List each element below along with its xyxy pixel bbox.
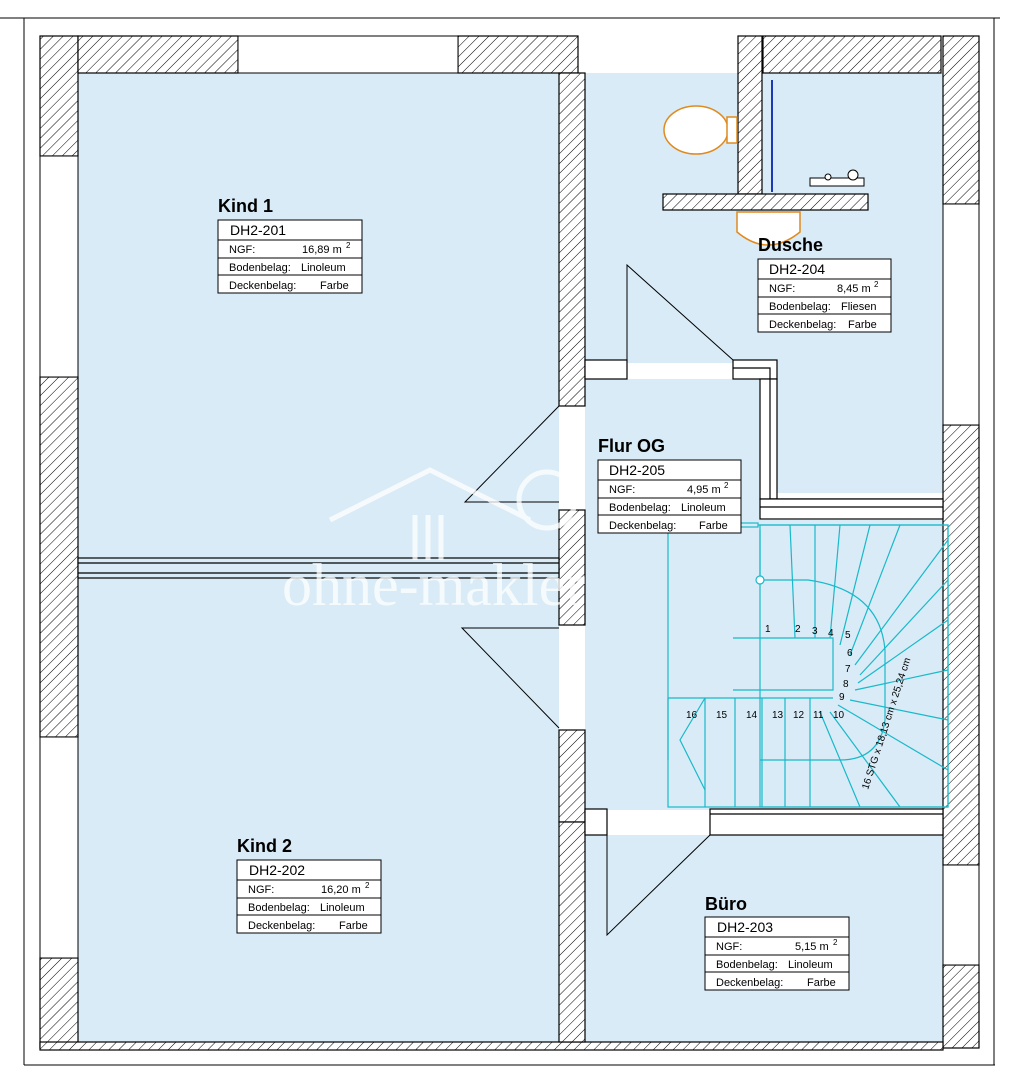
exterior-walls: [39, 35, 980, 1051]
ceiling-label: Deckenbelag:: [769, 319, 836, 331]
step-number: 5: [845, 630, 851, 641]
stair: [667, 522, 949, 808]
step-number: 2: [795, 624, 801, 635]
ngf-label: NGF:: [229, 244, 255, 256]
area-superscript: 2: [346, 241, 351, 250]
step-number: 7: [845, 664, 851, 675]
floor-value: Linoleum: [788, 959, 833, 971]
sheet-frame: [0, 17, 1000, 1066]
ngf-value: 5,15 m: [795, 941, 829, 953]
step-number: 6: [847, 648, 853, 659]
ngf-label: NGF:: [609, 484, 635, 496]
floor-label: Bodenbelag:: [248, 902, 310, 914]
step-number: 3: [812, 626, 818, 637]
sink-icon: [736, 211, 801, 246]
ngf-label: NGF:: [716, 941, 742, 953]
area-superscript: 2: [874, 280, 879, 289]
room-tag-flur: Flur OG DH2-205 NGF: 4,95 m 2 Bodenbelag…: [597, 436, 742, 534]
step-number: 13: [772, 710, 784, 721]
ceiling-value: Farbe: [320, 280, 349, 292]
watermark: ohne-makler: [282, 467, 585, 618]
room-kind2: [78, 578, 559, 1042]
ceiling-value: Farbe: [848, 319, 877, 331]
floor-label: Bodenbelag:: [229, 262, 291, 274]
ngf-label: NGF:: [248, 884, 274, 896]
ceiling-value: Farbe: [807, 977, 836, 989]
ngf-label: NGF:: [769, 283, 795, 295]
room-tag-dusche: Dusche DH2-204 NGF: 8,45 m 2 Bodenbelag:…: [757, 235, 892, 333]
ceiling-label: Deckenbelag:: [609, 520, 676, 532]
floor-value: Fliesen: [841, 301, 876, 313]
interior-walls: [77, 35, 944, 1043]
ngf-value: 16,89 m: [302, 244, 342, 256]
floor-label: Bodenbelag:: [716, 959, 778, 971]
ceiling-value: Farbe: [339, 920, 368, 932]
step-number: 8: [843, 679, 849, 690]
room-code: DH2-204: [769, 261, 825, 277]
floor-value: Linoleum: [320, 902, 365, 914]
floor-label: Bodenbelag:: [769, 301, 831, 313]
floor-value: Linoleum: [681, 502, 726, 514]
room-kind1: [78, 73, 559, 558]
room-tag-kind1: Kind 1 DH2-201 NGF: 16,89 m 2 Bodenbelag…: [217, 196, 363, 294]
toilet-icon: [663, 105, 729, 155]
ceiling-value: Farbe: [699, 520, 728, 532]
bath-fixtures: [663, 80, 865, 246]
room-name: Dusche: [758, 235, 823, 255]
stair-step-numbers: 1 2 3 4 5 6 7 8 9 10 11 12 13 14 15 16: [686, 624, 853, 721]
room-name: Flur OG: [598, 436, 665, 456]
ceiling-label: Deckenbelag:: [229, 280, 296, 292]
ngf-value: 8,45 m: [837, 283, 871, 295]
room-code: DH2-201: [230, 222, 286, 238]
ceiling-label: Deckenbelag:: [248, 920, 315, 932]
room-name: Kind 1: [218, 196, 273, 216]
step-number: 4: [828, 628, 834, 639]
step-number: 14: [746, 710, 758, 721]
step-number: 10: [833, 710, 845, 721]
room-name: Kind 2: [237, 836, 292, 856]
room-tag-buero: Büro DH2-203 NGF: 5,15 m 2 Bodenbelag: L…: [704, 894, 850, 991]
step-number: 11: [813, 710, 824, 721]
door-swings: [460, 263, 734, 937]
room-code: DH2-205: [609, 462, 665, 478]
ceiling-label: Deckenbelag:: [716, 977, 783, 989]
room-code: DH2-202: [249, 862, 305, 878]
room-dusche-lower: [760, 363, 943, 493]
step-number: 12: [793, 710, 805, 721]
window-openings: [39, 35, 980, 966]
room-name: Büro: [705, 894, 747, 914]
area-superscript: 2: [833, 938, 838, 947]
step-number: 9: [839, 692, 845, 703]
ngf-value: 4,95 m: [687, 484, 721, 496]
floor-value: Linoleum: [301, 262, 346, 274]
area-superscript: 2: [724, 481, 729, 490]
floor-label: Bodenbelag:: [609, 502, 671, 514]
watermark-text: ohne-makler: [282, 552, 585, 618]
step-number: 16: [686, 710, 698, 721]
step-number: 15: [716, 710, 728, 721]
area-superscript: 2: [365, 881, 370, 890]
ngf-value: 16,20 m: [321, 884, 361, 896]
room-code: DH2-203: [717, 919, 773, 935]
house-logo-icon: [328, 467, 578, 560]
room-tag-kind2: Kind 2 DH2-202 NGF: 16,20 m 2 Bodenbelag…: [236, 836, 382, 934]
room-flur-stair: [585, 520, 943, 810]
room-fills: [78, 73, 943, 1042]
step-number: 1: [765, 624, 771, 635]
shower-tap-icon: [809, 169, 865, 187]
